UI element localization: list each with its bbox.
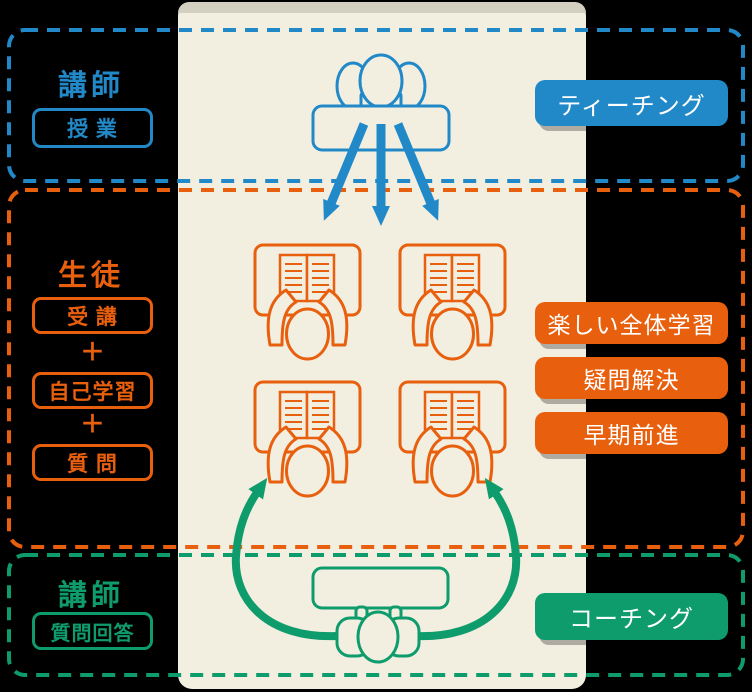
- student-role-title: 生徒: [57, 260, 124, 292]
- teaching-arrows-icon: [323, 122, 439, 226]
- coach-role-title: 講師: [57, 580, 124, 612]
- student-benefit-label-3: 早期前進: [535, 412, 728, 454]
- student-activity-box-1: 受 講: [32, 297, 153, 334]
- student-benefit-label-2: 疑問解決: [535, 357, 728, 399]
- teaching-method-label: ティーチング: [535, 80, 728, 126]
- instructor-role-title: 講師: [57, 70, 124, 102]
- student-activity-box-2: 自己学習: [32, 372, 153, 409]
- student-figure-icon: [398, 243, 507, 361]
- student-section-frame: [7, 188, 745, 549]
- student-activity-box-3: 質 問: [32, 444, 153, 481]
- plus-sign: +: [81, 403, 104, 445]
- student-figure-icon: [398, 380, 507, 498]
- plus-sign: +: [81, 331, 104, 373]
- coaching-arrows-icon: [231, 477, 521, 641]
- coaching-section-frame: [7, 553, 745, 677]
- student-figure-icon: [253, 380, 362, 498]
- coach-figure-icon: [311, 566, 450, 664]
- student-benefit-label-1: 楽しい全体学習: [535, 302, 728, 344]
- teaching-section-frame: [7, 28, 745, 183]
- coach-activity-box: 質問回答: [32, 612, 153, 650]
- instructor-activity-box: 授 業: [32, 108, 153, 148]
- instructor-figure-icon: [311, 53, 451, 152]
- coaching-method-label: コーチング: [535, 593, 728, 640]
- panel-top-edge: [178, 2, 586, 13]
- student-figure-icon: [253, 243, 362, 361]
